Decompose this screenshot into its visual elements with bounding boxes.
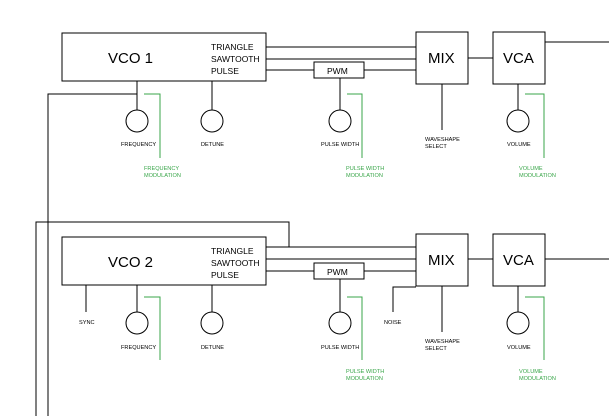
pwm-1-label: PWM	[327, 66, 348, 76]
volume-mod-2-label-2: MODULATION	[519, 376, 556, 382]
vco-2-box	[61, 236, 267, 286]
pulse-width-mod-1-wire	[347, 93, 363, 158]
pulse-width-mod-2-label: PULSE WIDTH	[346, 369, 384, 375]
frequency-mod-1-label-2: MODULATION	[144, 173, 181, 179]
frequency-1-knob[interactable]	[125, 109, 149, 133]
pulse-width-mod-1-label-2: MODULATION	[346, 173, 383, 179]
vco-1-wave-triangle: TRIANGLE	[211, 42, 254, 52]
vca-2-label: VCA	[503, 252, 534, 269]
volume-mod-1-label: VOLUME	[519, 166, 543, 172]
volume-1-knob[interactable]	[506, 109, 530, 133]
mix-2-box	[415, 233, 469, 287]
waveshape-select-2-label-2: SELECT	[425, 346, 447, 352]
vca-1-label: VCA	[503, 50, 534, 67]
vco-2-wave-pulse: PULSE	[211, 270, 239, 280]
vco-1-box	[61, 32, 267, 82]
pwm-2-box	[313, 262, 365, 280]
pulse-width-mod-1-label: PULSE WIDTH	[346, 166, 384, 172]
pulse-width-2-label: PULSE WIDTH	[321, 345, 359, 351]
pulse-width-1-knob[interactable]	[328, 109, 352, 133]
mix-1-label: MIX	[428, 50, 455, 67]
waveshape-select-2-label: WAVESHAPE	[425, 339, 460, 345]
pwm-2-label: PWM	[327, 267, 348, 277]
mix-2-label: MIX	[428, 252, 455, 269]
volume-2-knob[interactable]	[506, 311, 530, 335]
sync-2-label: SYNC	[79, 320, 95, 326]
vco-1-wave-sawtooth: SAWTOOTH	[211, 54, 260, 64]
volume-mod-1-wire	[525, 93, 545, 158]
pulse-width-mod-2-label-2: MODULATION	[346, 376, 383, 382]
vco-1-wave-pulse: PULSE	[211, 66, 239, 76]
waveshape-select-1-label-2: SELECT	[425, 144, 447, 150]
frequency-1-label: FREQUENCY	[121, 142, 156, 148]
detune-1-label: DETUNE	[201, 142, 224, 148]
bus-line-voice1-down	[47, 93, 137, 416]
noise-2-wire	[392, 286, 416, 312]
pulse-width-1-label: PULSE WIDTH	[321, 142, 359, 148]
vco-2-wave-triangle: TRIANGLE	[211, 246, 254, 256]
frequency-mod-2-wire	[144, 296, 161, 360]
volume-mod-2-label: VOLUME	[519, 369, 543, 375]
detune-1-knob[interactable]	[200, 109, 224, 133]
detune-2-label: DETUNE	[201, 345, 224, 351]
frequency-2-knob[interactable]	[125, 311, 149, 335]
vca-2-box	[492, 233, 546, 287]
detune-2-knob[interactable]	[200, 311, 224, 335]
bus-line-upper	[35, 221, 290, 416]
vco-2-label: VCO 2	[108, 254, 153, 271]
voice-1: VCO 1 TRIANGLE SAWTOOTH PULSE PWM MIX VC…	[61, 31, 609, 179]
voice-2: VCO 2 TRIANGLE SAWTOOTH PULSE PWM MIX VC…	[61, 233, 609, 382]
pulse-width-mod-2-wire	[347, 296, 363, 360]
vco-2-wave-sawtooth: SAWTOOTH	[211, 258, 260, 268]
waveshape-select-1-label: WAVESHAPE	[425, 137, 460, 143]
volume-2-label: VOLUME	[507, 345, 531, 351]
noise-2-label: NOISE	[384, 320, 402, 326]
volume-mod-2-wire	[525, 296, 545, 360]
vco-1-label: VCO 1	[108, 50, 153, 67]
pwm-1-box	[313, 61, 365, 79]
vca-1-box	[492, 31, 546, 85]
pulse-width-2-knob[interactable]	[328, 311, 352, 335]
volume-1-label: VOLUME	[507, 142, 531, 148]
frequency-mod-1-label: FREQUENCY	[144, 166, 179, 172]
volume-mod-1-label-2: MODULATION	[519, 173, 556, 179]
frequency-mod-1-wire	[144, 93, 161, 158]
frequency-2-label: FREQUENCY	[121, 345, 156, 351]
